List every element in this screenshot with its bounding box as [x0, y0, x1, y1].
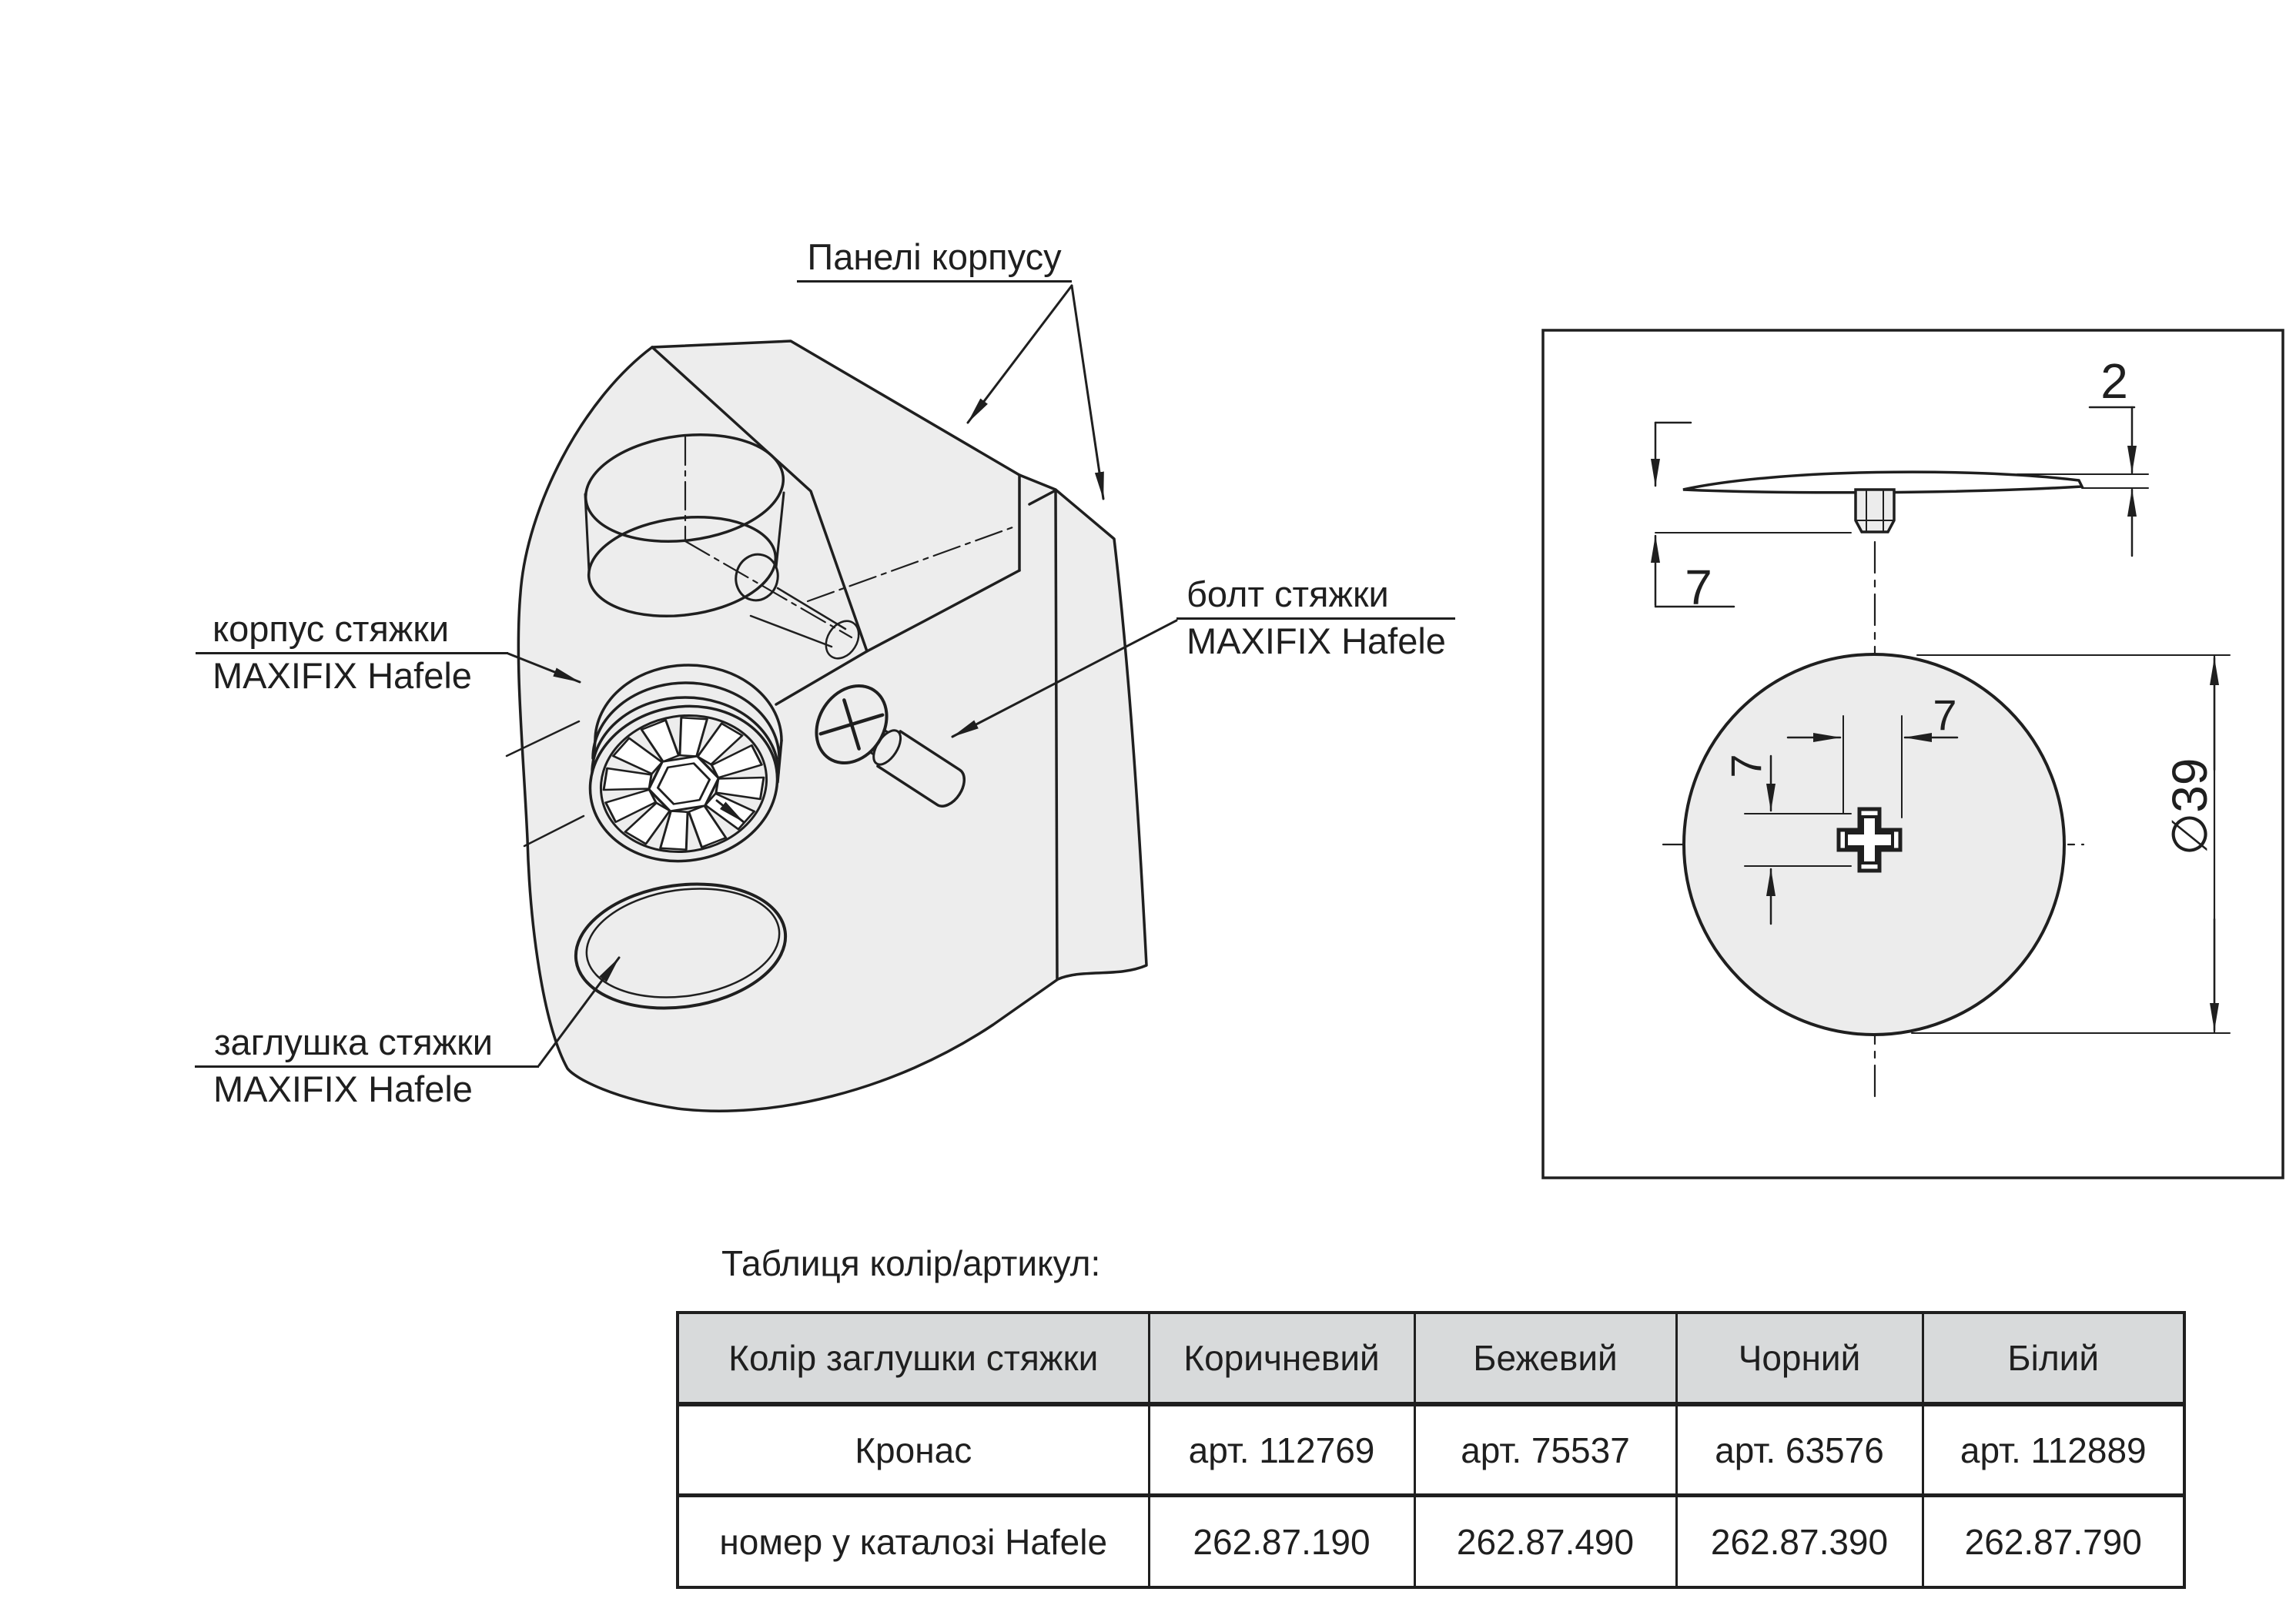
leader-lines [507, 284, 1178, 1067]
label-cap-line1: заглушка стяжки [195, 1022, 539, 1068]
cell-kronas-brown: арт. 112769 [1147, 1403, 1416, 1497]
cross-slot-inner [1845, 815, 1894, 865]
label-corpus-line2: MAXIFIX Hafele [213, 654, 472, 696]
header-black: Чорний [1675, 1311, 1924, 1406]
cell-kronas-white: арт. 112889 [1921, 1403, 2186, 1497]
cell-kronas-beige: арт. 75537 [1413, 1403, 1678, 1497]
cell-kronas: Кронас [676, 1403, 1150, 1497]
cell-hafele-white: 262.87.790 [1921, 1494, 2186, 1589]
dim-stem-height: 7 [1685, 560, 1712, 615]
cell-kronas-black: арт. 63576 [1675, 1403, 1924, 1497]
header-brown: Коричневий [1147, 1311, 1416, 1406]
cap-stem [1854, 488, 1896, 533]
table-header-row: Колір заглушки стяжки Коричневий Бежевий… [676, 1311, 2186, 1406]
header-white: Білий [1921, 1311, 2186, 1406]
cam-body [588, 664, 783, 863]
cap-seat-hole [574, 882, 788, 1010]
dimension-views [1541, 329, 2284, 1179]
cell-hafele-black: 262.87.390 [1675, 1494, 1924, 1589]
cell-hafele-beige: 262.87.490 [1413, 1494, 1678, 1589]
cell-hafele-catalog: номер у каталозі Hafele [676, 1494, 1150, 1589]
label-bolt-line1: болт стяжки [1176, 574, 1455, 620]
cap-side-view [1682, 470, 2084, 494]
color-article-table: Колір заглушки стяжки Коричневий Бежевий… [676, 1311, 2186, 1589]
rotation-arrow [715, 799, 745, 824]
table-row-kronas: Кронас арт. 112769 арт. 75537 арт. 63576… [676, 1403, 2186, 1497]
label-cap: заглушка стяжки MAXIFIX Hafele [195, 1022, 539, 1109]
table-row-hafele: номер у каталозі Hafele 262.87.190 262.8… [676, 1494, 2186, 1589]
label-panels-text: Панелі корпусу [797, 236, 1072, 283]
label-panels: Панелі корпусу [797, 236, 1072, 283]
label-cap-line2: MAXIFIX Hafele [213, 1068, 473, 1109]
table-title: Таблиця колір/артикул: [721, 1243, 1101, 1283]
header-cap-color: Колір заглушки стяжки [676, 1311, 1150, 1406]
label-corpus-line1: корпус стяжки [196, 608, 508, 654]
dim-cross-height: 7 [1722, 754, 1770, 778]
dim-cap-thickness: 2 [2100, 353, 2128, 409]
label-bolt: болт стяжки MAXIFIX Hafele [1176, 574, 1455, 661]
label-corpus: корпус стяжки MAXIFIX Hafele [196, 608, 508, 696]
header-beige: Бежевий [1413, 1311, 1678, 1406]
isometric-assembly [505, 284, 1178, 1112]
dim-diameter: ∅39 [2162, 758, 2217, 856]
cell-hafele-brown: 262.87.190 [1147, 1494, 1416, 1589]
dim-cross-width: 7 [1933, 691, 1957, 739]
label-bolt-line2: MAXIFIX Hafele [1186, 620, 1446, 661]
bolt [815, 684, 966, 808]
